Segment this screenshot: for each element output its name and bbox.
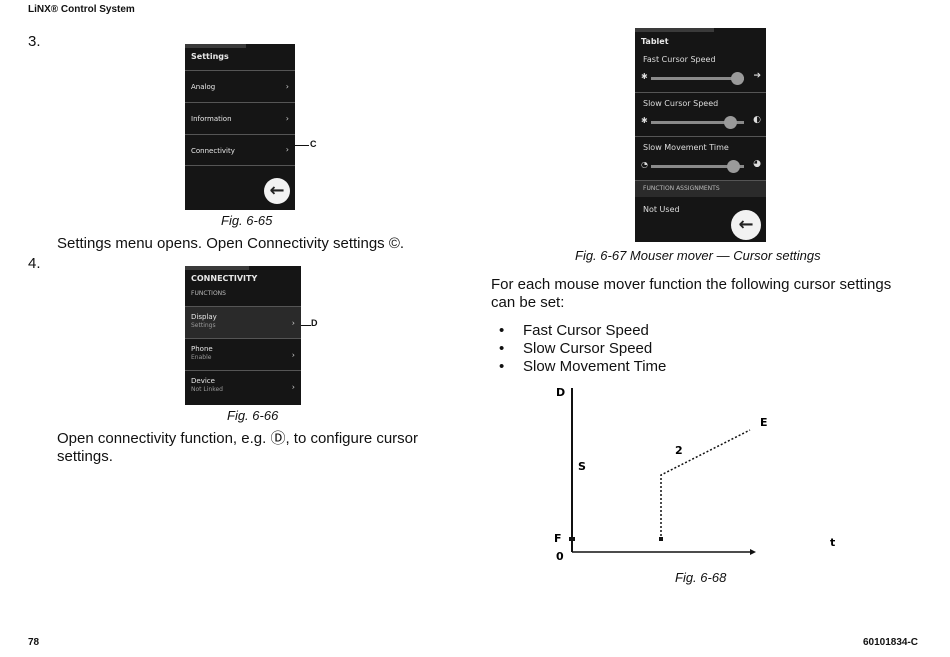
slow-icon: ✱	[641, 72, 648, 81]
page-number: 78	[28, 637, 40, 648]
chevron-right-icon: ›	[291, 318, 295, 327]
label-end: E	[760, 416, 768, 429]
fast-icon: ➔	[753, 71, 761, 81]
connectivity-screen: CONNECTIVITY FUNCTIONS Display Settings …	[185, 266, 301, 405]
step4-text: Open connectivity function, e.g. Ⓓ, to c…	[57, 430, 419, 465]
chevron-right-icon: ›	[285, 145, 289, 154]
slider-label: Slow Cursor Speed	[643, 99, 719, 108]
back-arrow-icon[interactable]: ←	[264, 178, 290, 204]
intro-text: For each mouse mover function the follow…	[491, 276, 892, 311]
figure-caption: Fig. 6-68	[675, 570, 727, 585]
screen-title: Settings	[191, 52, 229, 61]
callout-d: D	[311, 318, 318, 328]
screen-title: Tablet	[641, 37, 669, 46]
settings-item-label: Information	[191, 115, 232, 123]
settings-item-connectivity[interactable]: Connectivity ›	[185, 134, 295, 166]
figure-caption: Fig. 6-67 Mouser mover — Cursor settings	[575, 248, 821, 263]
cursor-speed-diagram: D S F 0 2 E t	[554, 386, 835, 563]
section-label: FUNCTIONS	[191, 290, 226, 297]
slider-knob[interactable]	[731, 72, 745, 85]
figure-caption: Fig. 6-65	[221, 213, 273, 228]
label-f: F	[554, 532, 562, 545]
step-number-3: 3.	[28, 33, 41, 50]
settings-item-information[interactable]: Information ›	[185, 102, 295, 134]
slider-slow-movement-time[interactable]: Slow Movement Time ◔ ◕	[635, 137, 766, 181]
item-sublabel: Not Linked	[191, 386, 223, 393]
slider-fast-cursor-speed[interactable]: Fast Cursor Speed ✱ ➔	[635, 49, 766, 93]
connectivity-item-device[interactable]: Device Not Linked ›	[185, 370, 301, 402]
slider-track[interactable]	[651, 160, 744, 173]
short-time-icon: ◔	[641, 160, 648, 169]
item-label: Phone	[191, 345, 213, 353]
document-code: 60101834-C	[862, 637, 918, 648]
long-time-icon: ◕	[753, 159, 761, 169]
document-header: LiNX® Control System	[28, 4, 135, 15]
slider-knob[interactable]	[724, 116, 738, 129]
slider-slow-cursor-speed[interactable]: Slow Cursor Speed ✱ ◐	[635, 93, 766, 137]
section-header: FUNCTION ASSIGNMENTS	[635, 181, 766, 197]
cursor-settings-list: Fast Cursor Speed Slow Cursor Speed Slow…	[491, 322, 791, 376]
step3-text: Settings menu opens. Open Connectivity s…	[57, 235, 405, 252]
step-number-4: 4.	[28, 255, 41, 272]
slider-knob[interactable]	[726, 160, 740, 173]
label-t: t	[830, 536, 835, 549]
slider-track[interactable]	[651, 116, 744, 129]
label-mid: S	[578, 460, 586, 473]
callout-line	[295, 145, 309, 146]
item-sublabel: Enable	[191, 354, 212, 361]
status-bar	[185, 266, 249, 270]
settings-item-label: Analog	[191, 83, 216, 91]
fast-icon: ◐	[753, 115, 761, 125]
status-bar	[185, 44, 246, 48]
slow-icon: ✱	[641, 116, 648, 125]
slider-label: Slow Movement Time	[643, 143, 729, 152]
back-arrow-icon[interactable]: ←	[731, 210, 761, 240]
slider-track[interactable]	[651, 72, 745, 85]
item-label: Device	[191, 377, 215, 385]
settings-item-label: Connectivity	[191, 147, 235, 155]
item-sublabel: Settings	[191, 322, 216, 329]
tablet-settings-screen: Tablet Fast Cursor Speed ✱ ➔ Slow Cursor…	[635, 28, 766, 242]
connectivity-item-phone[interactable]: Phone Enable ›	[185, 338, 301, 370]
chevron-right-icon: ›	[291, 382, 295, 391]
list-item: Fast Cursor Speed	[491, 322, 791, 340]
label-zero: 0	[556, 550, 564, 563]
assignment-value[interactable]: Not Used	[643, 205, 680, 214]
marker-point	[569, 537, 575, 541]
callout-line	[301, 325, 311, 326]
x-axis-arrow	[750, 549, 756, 555]
settings-item-analog[interactable]: Analog ›	[185, 70, 295, 102]
chevron-right-icon: ›	[285, 81, 289, 91]
settings-screen: Settings Analog › Information › Connecti…	[185, 44, 295, 210]
chevron-right-icon: ›	[285, 113, 289, 123]
screen-title: CONNECTIVITY	[191, 274, 258, 283]
list-item: Slow Movement Time	[491, 358, 791, 376]
figure-caption: Fig. 6-66	[227, 408, 279, 423]
speed-profile-line	[660, 429, 751, 540]
status-bar	[635, 28, 714, 32]
chevron-right-icon: ›	[291, 350, 295, 359]
slider-label: Fast Cursor Speed	[643, 55, 716, 64]
callout-c: C	[310, 139, 317, 149]
item-label: Display	[191, 313, 217, 321]
label-line: 2	[675, 444, 683, 457]
connectivity-item-display[interactable]: Display Settings ›	[185, 306, 301, 338]
list-item: Slow Cursor Speed	[491, 340, 791, 358]
label-top: D	[556, 386, 565, 399]
marker-point	[659, 537, 663, 541]
